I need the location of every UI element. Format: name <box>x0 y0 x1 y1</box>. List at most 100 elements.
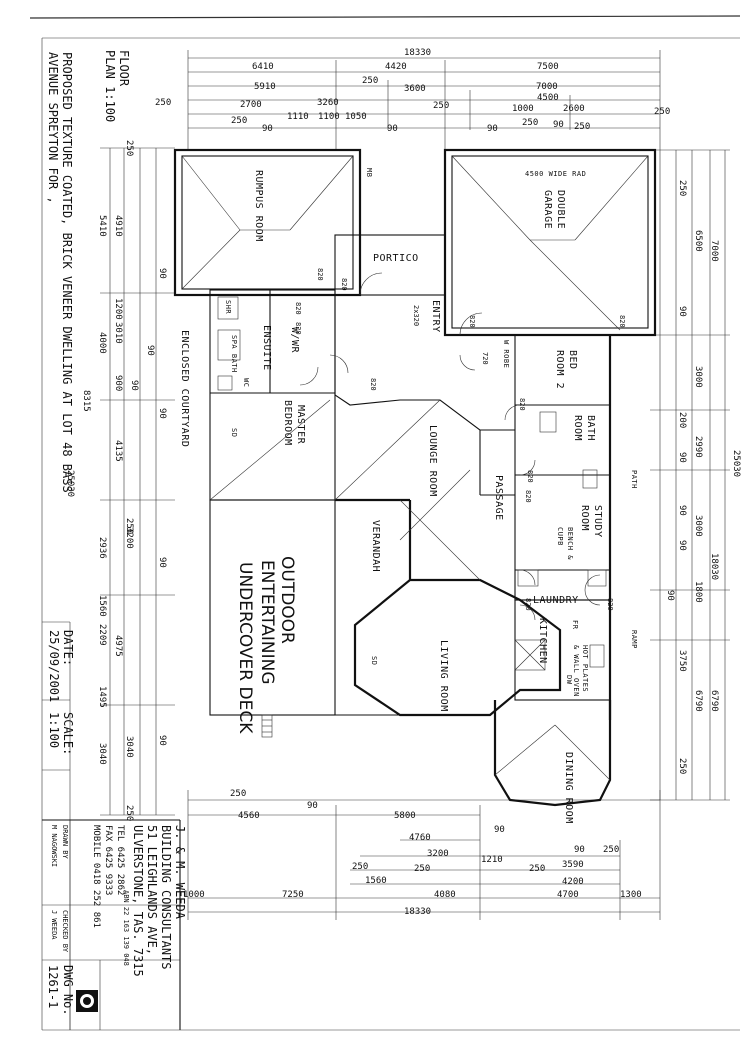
title-block <box>42 819 180 1030</box>
drawn-by-label: DRAWN BY <box>61 825 69 860</box>
dim-top: 1110 <box>287 112 309 122</box>
dim-bottom: 1300 <box>620 890 642 900</box>
dim-left: 25030 <box>65 470 75 497</box>
dim-left: 3040 <box>124 736 134 758</box>
room-bath-1: BATH <box>585 415 596 441</box>
dim-top: 250 <box>574 122 590 132</box>
sheet-border <box>41 37 740 1031</box>
dim-bottom: 18330 <box>404 907 431 917</box>
spa-bath-fixture <box>217 329 241 361</box>
door-label: 820 <box>369 378 377 391</box>
company-line-1: J. & M. WEEDA <box>173 825 187 920</box>
dim-top: 250 <box>362 76 378 86</box>
company-line-4: ULVERSTONE, TAS. 7315 <box>131 825 145 977</box>
dim-bottom: 90 <box>307 801 318 811</box>
dim-top: 90 <box>553 120 564 130</box>
note-ramp: RAMP <box>630 630 638 649</box>
door-label: 820 <box>316 268 324 281</box>
dim-right: 200 <box>677 412 687 428</box>
dim-top: 7000 <box>536 82 558 92</box>
bath-fixture <box>539 411 557 433</box>
checked-by-value: J WEEDA <box>50 910 58 940</box>
room-study-1: STUDY <box>592 505 603 538</box>
room-kitchen: KITCHEN <box>537 618 548 664</box>
dim-left: 90 <box>157 268 167 279</box>
dim-right: 3750 <box>677 650 687 672</box>
door-label: 820 <box>524 490 532 503</box>
dim-bottom: 4200 <box>562 877 584 887</box>
dim-right: 25030 <box>731 450 741 477</box>
dim-top: 1000 <box>512 104 534 114</box>
dim-top: 4500 <box>537 93 559 103</box>
note-bench: BENCH & <box>566 527 574 560</box>
dim-bottom: 90 <box>574 845 585 855</box>
hia-logo <box>76 990 98 1012</box>
dim-top: 90 <box>387 124 398 134</box>
dim-left: 250 <box>124 805 134 821</box>
dim-bottom: 5800 <box>394 811 416 821</box>
dim-right: 7000 <box>709 240 719 262</box>
note-cupb: CUPB <box>556 527 564 546</box>
vanity-fixture <box>582 469 598 489</box>
dwg-value: 1261-1 <box>46 965 60 1008</box>
dim-top: 250 <box>522 118 538 128</box>
dim-left: 5410 <box>97 215 107 237</box>
dim-bottom: 3590 <box>562 860 584 870</box>
note-dw: DW <box>565 675 573 685</box>
dim-left: 250 <box>124 140 134 156</box>
building-walls <box>173 148 657 807</box>
dim-left: 90 <box>157 408 167 419</box>
dim-right: 2990 <box>693 436 703 458</box>
door-label: 820 <box>524 598 532 611</box>
room-bed2-1: BED <box>567 350 578 370</box>
handwritten-line-2: ENTERTAINING <box>257 560 277 685</box>
door-label: 820 <box>606 598 614 611</box>
dim-left: 90 <box>157 735 167 746</box>
dim-bottom: 250 <box>529 864 545 874</box>
handwritten-line-3: UNDERCOVER DECK <box>235 562 255 734</box>
dim-left: 1560 <box>97 595 107 617</box>
dim-top: 3600 <box>404 84 426 94</box>
note-mb: MB <box>365 168 373 177</box>
note-spa: SPA BATH <box>230 335 238 373</box>
dim-top: 250 <box>433 101 449 111</box>
room-bath-2: ROOM <box>572 415 583 441</box>
proposal-line-2: AVENUE SPREYTON FOR , <box>46 52 60 204</box>
checked-by-label: CHECKED BY <box>61 910 69 953</box>
dim-left: 90 <box>129 380 139 391</box>
floor-plan-label: FLOOR <box>117 50 131 87</box>
dim-top: 2600 <box>563 104 585 114</box>
dim-left: 1495 <box>97 686 107 708</box>
room-garage-2: GARAGE <box>542 190 553 229</box>
dim-bottom: 3200 <box>427 849 449 859</box>
garage-rad-note: 4500 WIDE RAD <box>525 170 586 178</box>
roof-hip-lines <box>181 155 649 781</box>
room-dining: DINING ROOM <box>563 752 574 824</box>
room-rumpus: RUMPUS ROOM <box>253 170 264 242</box>
dim-right: 90 <box>677 540 687 551</box>
dim-top: 7500 <box>537 62 559 72</box>
dim-left: 3010 <box>113 322 123 344</box>
company-mobile: MOBILE 0418 252 861 <box>91 825 101 928</box>
room-laundry: LAUNDRY <box>533 595 579 606</box>
floor-plan-scale: PLAN 1:100 <box>103 50 117 122</box>
laundry-trough <box>517 569 539 587</box>
door-label: 820 <box>526 470 534 483</box>
kitchen-island <box>514 639 546 671</box>
dim-top: 250 <box>155 98 171 108</box>
room-ensuite: ENSUITE <box>261 325 272 371</box>
dim-right: 3000 <box>693 366 703 388</box>
dim-left: 90 <box>145 345 155 356</box>
dim-left: 2209 <box>97 624 107 646</box>
dim-left: 90 <box>157 557 167 568</box>
dim-top: 250 <box>231 116 247 126</box>
dim-bottom: 4760 <box>409 833 431 843</box>
handwritten-line-1: OUTDOOR <box>277 556 297 644</box>
hotplates <box>589 644 605 668</box>
dim-top: 4420 <box>385 62 407 72</box>
dim-bottom: 1000 <box>183 890 205 900</box>
dim-top: 90 <box>262 124 273 134</box>
dim-top: 5910 <box>254 82 276 92</box>
dim-right: 90 <box>665 590 675 601</box>
room-garage-1: DOUBLE <box>555 190 566 229</box>
